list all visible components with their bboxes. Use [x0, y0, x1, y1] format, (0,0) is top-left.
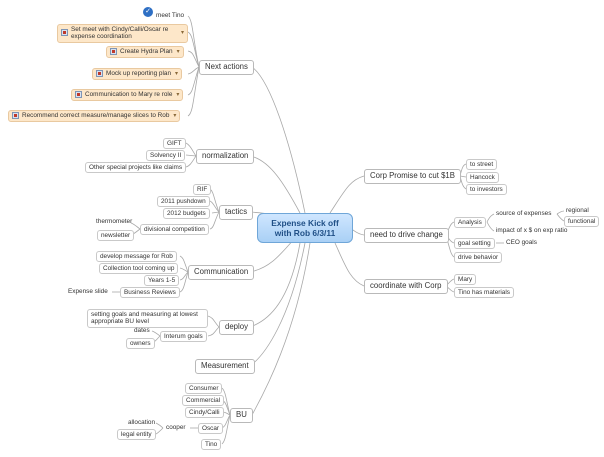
item-meet-tino[interactable]: meet Tino [156, 12, 185, 19]
item-cindy-calli[interactable]: Cindy/Calli [185, 407, 224, 419]
task-icon [96, 70, 103, 77]
item-thermometer[interactable]: thermometer [96, 218, 133, 225]
item-create-hydra-label: Create Hydra Plan [120, 48, 173, 56]
item-setting-goals[interactable]: setting goals and measuring at lowest ap… [87, 309, 208, 328]
item-collection-tool[interactable]: Collection tool coming up [99, 263, 179, 275]
item-develop-message[interactable]: develop message for Rob [96, 251, 177, 263]
item-legal-entity[interactable]: legal entity [117, 429, 156, 441]
item-functional[interactable]: functional [564, 216, 600, 228]
item-tino-bu[interactable]: Tino [201, 439, 222, 451]
item-allocation[interactable]: allocation [128, 419, 156, 426]
task-icon [61, 29, 68, 36]
topic-normalization[interactable]: normalization [196, 149, 255, 164]
topic-communication[interactable]: Communication [188, 265, 255, 280]
item-tino-materials[interactable]: Tino has materials [454, 287, 514, 299]
task-icon [110, 48, 117, 55]
item-business-reviews[interactable]: Business Reviews [120, 287, 180, 299]
item-recommend-measure-label: Recommend correct measure/manage slices … [22, 112, 170, 120]
item-mock-up-label: Mock up reporting plan [106, 70, 172, 78]
item-create-hydra[interactable]: Create Hydra Plan▾ [106, 46, 184, 59]
item-source-of-expenses[interactable]: source of expenses [496, 210, 552, 217]
item-set-meet[interactable]: Set meet with Cindy/Calli/Oscar re expen… [57, 24, 188, 43]
topic-next-actions[interactable]: Next actions [199, 60, 254, 75]
item-gift[interactable]: GIFT [163, 138, 186, 150]
check-circle-icon: ✓ [143, 7, 153, 17]
item-other-projects[interactable]: Other special projects like claims [85, 162, 187, 174]
central-topic-line1: Expense Kick off [271, 217, 339, 228]
chevron-down-icon[interactable]: ▾ [175, 71, 179, 78]
item-recommend-measure[interactable]: Recommend correct measure/manage slices … [8, 110, 181, 123]
item-newsletter[interactable]: newsletter [97, 230, 135, 242]
topic-corp-promise[interactable]: Corp Promise to cut $1B [364, 169, 461, 184]
topic-drive-change[interactable]: need to drive change [364, 228, 449, 243]
item-cooper[interactable]: cooper [166, 424, 186, 431]
chevron-down-icon[interactable]: ▾ [173, 113, 177, 120]
item-owners[interactable]: owners [126, 338, 155, 350]
item-interum-goals[interactable]: Interum goals [160, 331, 207, 343]
item-impact[interactable]: impact of x $ on exp ratio [496, 227, 568, 234]
item-regional[interactable]: regional [566, 207, 589, 214]
item-oscar[interactable]: Oscar [198, 423, 224, 435]
topic-measurement[interactable]: Measurement [195, 359, 255, 374]
item-rif[interactable]: RIF [193, 184, 212, 196]
chevron-down-icon[interactable]: ▾ [176, 92, 180, 99]
central-topic[interactable]: Expense Kick off with Rob 6/3/11 [257, 213, 353, 243]
item-commercial[interactable]: Commercial [182, 395, 225, 407]
topic-deploy[interactable]: deploy [219, 320, 254, 335]
item-dates[interactable]: dates [134, 327, 150, 334]
item-set-meet-label: Set meet with Cindy/Calli/Oscar re expen… [71, 26, 169, 41]
item-communication-mary[interactable]: Communication to Mary re role▾ [71, 89, 184, 102]
item-mock-up[interactable]: Mock up reporting plan▾ [92, 68, 183, 81]
task-icon [75, 91, 82, 98]
item-expense-slide[interactable]: Expense slide [68, 288, 108, 295]
topic-coordinate[interactable]: coordinate with Corp [364, 279, 448, 294]
item-drive-behavior[interactable]: drive behavior [454, 252, 503, 264]
topic-bu[interactable]: BU [230, 408, 253, 423]
item-mary[interactable]: Mary [454, 274, 477, 286]
item-2011-pushdown[interactable]: 2011 pushdown [157, 196, 210, 208]
central-topic-line2: with Rob 6/3/11 [274, 228, 336, 238]
item-analysis[interactable]: Analysis [454, 217, 486, 229]
item-to-street[interactable]: to street [466, 159, 498, 171]
chevron-down-icon[interactable]: ▾ [176, 49, 180, 56]
item-consumer[interactable]: Consumer [185, 383, 223, 395]
item-to-investors[interactable]: to investors [466, 184, 507, 196]
item-2012-budgets[interactable]: 2012 budgets [163, 208, 210, 220]
item-solvency[interactable]: Solvency II [146, 150, 186, 162]
item-communication-mary-label: Communication to Mary re role [85, 91, 173, 99]
item-years[interactable]: Years 1-5 [144, 275, 180, 287]
item-divisional-competition[interactable]: divisional competition [140, 224, 209, 236]
item-hancock[interactable]: Hancock [466, 172, 499, 184]
item-goal-setting[interactable]: goal setting [454, 238, 495, 250]
topic-tactics[interactable]: tactics [219, 205, 254, 220]
task-icon [12, 112, 19, 119]
chevron-down-icon[interactable]: ▾ [180, 30, 184, 36]
item-ceo-goals[interactable]: CEO goals [506, 239, 537, 246]
